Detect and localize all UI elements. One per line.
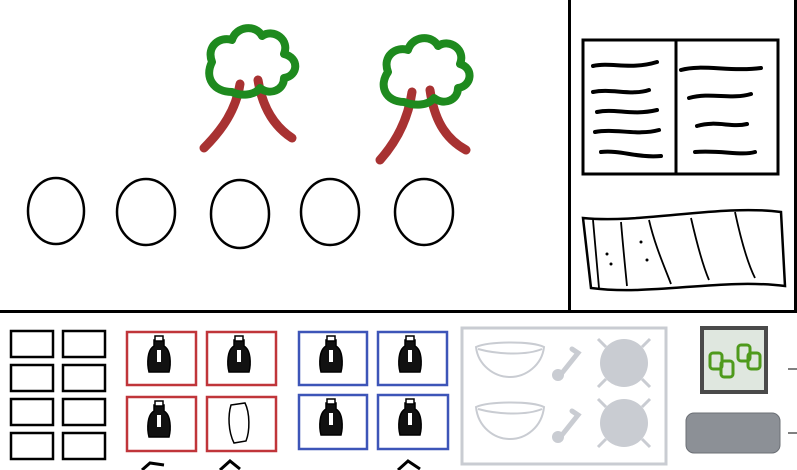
potion-slot[interactable]	[127, 397, 196, 451]
potion-bottle-icon	[148, 401, 170, 437]
blue-potion-group	[299, 332, 448, 449]
bowl-icon[interactable]	[476, 403, 544, 440]
circle-slot[interactable]	[211, 180, 269, 248]
potion-slot[interactable]	[207, 397, 276, 451]
potion-slot[interactable]	[378, 332, 447, 385]
bowl-icon[interactable]	[476, 343, 544, 378]
tree-icon[interactable]	[380, 38, 470, 160]
potion-bottle-icon	[320, 399, 342, 435]
open-book-icon[interactable]	[583, 40, 778, 174]
potion-bottle-icon	[399, 399, 421, 435]
scroll-icon[interactable]	[583, 210, 785, 290]
partial-item	[142, 461, 420, 470]
inventory-slot[interactable]	[11, 331, 53, 357]
potion-bottle-icon	[148, 336, 170, 372]
potion-bottle-icon	[228, 336, 250, 372]
circle-slot[interactable]	[117, 179, 175, 245]
pestle-icon[interactable]	[552, 349, 578, 381]
inventory-slot[interactable]	[63, 399, 105, 425]
inventory-slot[interactable]	[63, 365, 105, 391]
ingredient-box[interactable]	[702, 328, 766, 392]
scene-area	[0, 0, 570, 312]
red-potion-group	[127, 332, 276, 451]
inventory-slot[interactable]	[63, 433, 105, 459]
circle-slot[interactable]	[28, 178, 84, 244]
inventory-slot[interactable]	[11, 433, 53, 459]
potion-slot[interactable]	[207, 332, 276, 385]
empty-glass-icon	[229, 403, 249, 443]
inventory-slot[interactable]	[63, 331, 105, 357]
potion-slot[interactable]	[299, 332, 367, 385]
potion-bottle-icon	[320, 336, 342, 372]
circle-slot[interactable]	[301, 179, 359, 245]
potion-slot[interactable]	[127, 332, 196, 385]
potion-slot[interactable]	[378, 395, 448, 449]
circle-slot[interactable]	[395, 179, 453, 245]
flame-burner-icon[interactable]	[598, 339, 650, 387]
alchemy-panel	[462, 328, 666, 464]
pestle-icon[interactable]	[552, 411, 578, 443]
tree-icon[interactable]	[204, 28, 295, 148]
action-button[interactable]	[686, 413, 780, 453]
potion-slot[interactable]	[299, 395, 367, 449]
flame-burner-icon[interactable]	[598, 399, 650, 447]
side-panel	[571, 0, 797, 310]
inventory-slot[interactable]	[11, 399, 53, 425]
potion-bottle-icon	[399, 336, 421, 372]
inventory-bar	[0, 313, 797, 470]
inventory-slot[interactable]	[11, 365, 53, 391]
